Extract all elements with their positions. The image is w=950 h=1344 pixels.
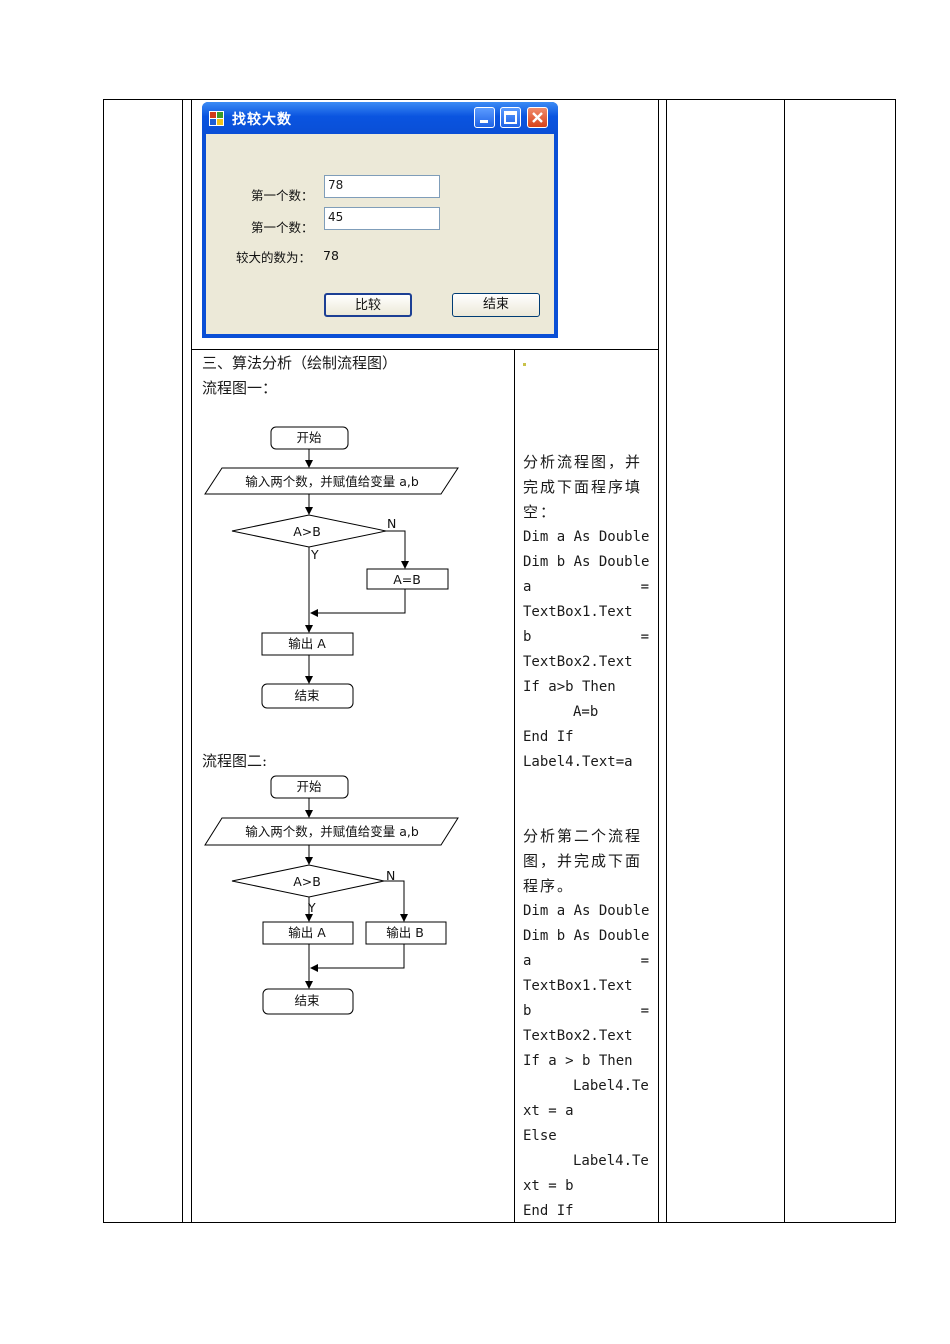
- code1-end-if: End If: [523, 729, 574, 745]
- fc1-start-text: 开始: [296, 430, 322, 445]
- result-label: 较大的数为：: [236, 250, 312, 265]
- fc1-yes-label: Y: [310, 547, 319, 562]
- fc2-input-box: [204, 817, 459, 846]
- fc1-input-text: 输入两个数，并赋值给变量 a,b: [245, 474, 419, 489]
- fc2-decision-text: A>B: [293, 874, 321, 889]
- instr1-line2: 完成下面程序填: [523, 478, 643, 496]
- code-block-1: Dim a As Double Dim b As Double a= TextB…: [523, 525, 649, 775]
- second-number-label: 第一个数：: [251, 220, 314, 235]
- flowchart2-label: 流程图二:: [202, 752, 268, 770]
- code1-label: Label4.Text=a: [523, 754, 633, 770]
- instruction-1: 分析流程图，并 完成下面程序填 空：: [523, 450, 651, 525]
- fc2-no-label: N: [386, 868, 395, 883]
- dialog-window: 找较大数 第一个数： 78 第一个数： 45 较大的数为： 78 比较 结束: [202, 102, 558, 338]
- maximize-button[interactable]: [500, 107, 521, 128]
- instr2-line1: 分析第二个流程: [523, 827, 643, 845]
- code2-else-2: xt = b: [523, 1178, 574, 1194]
- first-number-input[interactable]: 78: [324, 175, 440, 198]
- code2-if: If a > b Then: [523, 1053, 633, 1069]
- code1-assign: A=b: [573, 704, 599, 720]
- app-icon: [209, 111, 224, 126]
- instr1-line1: 分析流程图，并: [523, 453, 643, 471]
- fc1-assign-text: A=B: [393, 572, 421, 587]
- code1-b-right: TextBox2.Text: [523, 654, 633, 670]
- minimize-button[interactable]: [474, 107, 495, 128]
- code2-b-line: b=: [523, 1003, 649, 1019]
- window-title: 找较大数: [232, 112, 292, 128]
- fc2-output-b-box: [365, 921, 447, 945]
- code2-else: Else: [523, 1128, 557, 1144]
- section-heading: 三、算法分析（绘制流程图）: [202, 354, 398, 372]
- fc2-end-box: [262, 988, 354, 1015]
- code2-b-right: TextBox2.Text: [523, 1028, 633, 1044]
- code2-then-2: xt = a: [523, 1103, 574, 1119]
- fc1-input-box: [204, 467, 459, 495]
- fc1-no-label: N: [387, 516, 396, 531]
- code1-dim-a: Dim a As Double: [523, 529, 650, 545]
- fc2-yes-label: Y: [307, 900, 316, 915]
- dialog-client-area: 第一个数： 78 第一个数： 45 较大的数为： 78 比较 结束: [206, 134, 554, 334]
- code2-dim-a: Dim a As Double: [523, 903, 650, 919]
- first-number-label: 第一个数：: [251, 188, 314, 203]
- fc1-decision-text: A>B: [293, 524, 321, 539]
- fc1-output-text: 输出 A: [288, 636, 326, 651]
- compare-button[interactable]: 比较: [324, 293, 412, 317]
- code1-dim-b: Dim b As Double: [523, 554, 650, 570]
- fc1-end-box: [261, 683, 354, 709]
- close-icon: [532, 112, 543, 123]
- instruction-2: 分析第二个流程 图，并完成下面 程序。: [523, 824, 651, 899]
- flowchart-1: 开始 输入两个数，并赋值给变量 a,b A>B N Y A=B 输出 A 结束 …: [204, 426, 459, 1015]
- maximize-icon: [504, 111, 517, 124]
- fc1-output-box: [261, 632, 354, 656]
- code2-end-if: End If: [523, 1203, 574, 1219]
- fc2-end-text: 结束: [294, 993, 320, 1008]
- fc2-output-a-box: [262, 921, 354, 945]
- marker-dot: [523, 363, 526, 366]
- result-value: 78: [323, 248, 339, 263]
- minimize-icon: [480, 120, 488, 123]
- code2-a-right: TextBox1.Text: [523, 978, 633, 994]
- instr2-line2: 图，并完成下面: [523, 852, 643, 870]
- second-number-input[interactable]: 45: [324, 207, 440, 230]
- code2-a-line: a=: [523, 953, 649, 969]
- end-button[interactable]: 结束: [452, 293, 540, 317]
- instr1-line3: 空：: [523, 503, 558, 521]
- title-bar: 找较大数: [202, 102, 558, 134]
- code2-dim-b: Dim b As Double: [523, 928, 650, 944]
- instr2-line3: 程序。: [523, 877, 575, 895]
- fc2-output-b-text: 输出 B: [386, 925, 424, 940]
- code1-a-right: TextBox1.Text: [523, 604, 633, 620]
- fc2-start-text: 开始: [296, 779, 322, 794]
- code1-if: If a>b Then: [523, 679, 616, 695]
- code1-a-line: a=: [523, 579, 649, 595]
- code2-else-1: Label4.Te: [573, 1153, 649, 1169]
- code1-b-line: b=: [523, 629, 649, 645]
- fc1-assign-box: [366, 568, 449, 590]
- fc2-output-a-text: 输出 A: [288, 925, 326, 940]
- flowchart-2: [204, 775, 459, 1015]
- flowchart1-label: 流程图一：: [202, 379, 278, 397]
- fc2-input-text: 输入两个数，并赋值给变量 a,b: [245, 824, 419, 839]
- close-button[interactable]: [527, 107, 548, 128]
- code2-then-1: Label4.Te: [573, 1078, 649, 1094]
- code-block-2: Dim a As Double Dim b As Double a= TextB…: [523, 899, 649, 1224]
- fc1-end-text: 结束: [294, 688, 320, 703]
